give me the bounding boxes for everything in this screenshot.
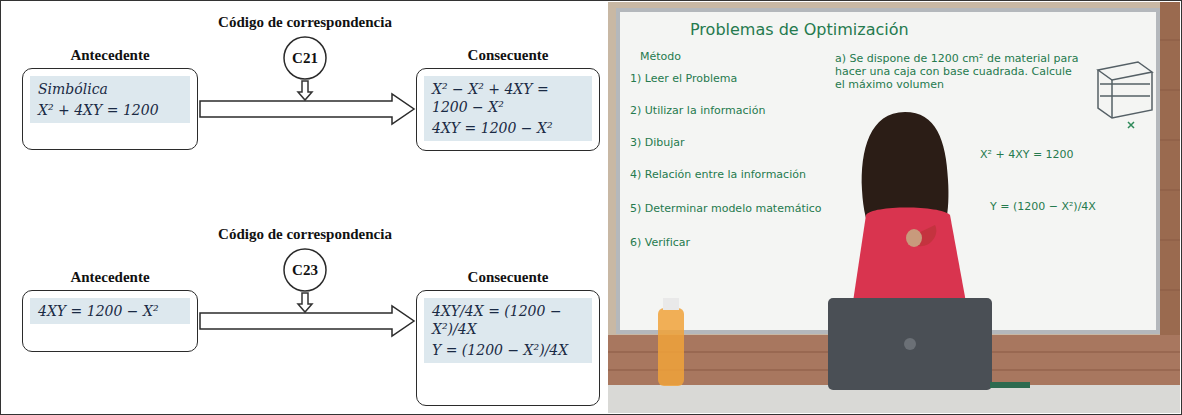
code-heading: Código de correspondencia [218, 14, 392, 31]
box-heading: Consecuente [468, 47, 549, 64]
equation-text: X² + 4XY = 1200 [38, 101, 182, 119]
block-arrow [200, 94, 414, 124]
board-note: a) Se dispone de 1200 cm² de material pa… [835, 52, 1085, 91]
board-note: 4) Relación entre la información [630, 168, 806, 181]
handwriting-crop: 4XY = 1200 − X² [30, 298, 190, 324]
handwriting-crop: 4XY/4X = (1200 − X²)/4X Y = (1200 − X²)/4… [424, 298, 592, 363]
box-heading: Consecuente [468, 269, 549, 286]
stage-box: Antecedente4XY = 1200 − X² [22, 290, 198, 352]
equation-text: 4XY = 1200 − X² [432, 119, 584, 137]
board-note: 3) Dibujar [630, 136, 685, 149]
code-heading: Código de correspondencia [218, 226, 392, 243]
board-title: Problemas de Optimización [690, 20, 909, 39]
board-note: 6) Verificar [630, 236, 690, 249]
box-sketch [1098, 62, 1152, 118]
stage-box: ConsecuenteX² − X² + 4XY = 1200 − X²4XY … [416, 68, 600, 151]
board-note: 5) Determinar modelo matemático [630, 202, 822, 215]
equation-text: 4XY/4X = (1200 − X²)/4X [432, 302, 584, 338]
board-note: Y = (1200 − X²)/4X [990, 200, 1096, 213]
box-heading: Antecedente [70, 269, 149, 286]
code-number: C23 [283, 248, 327, 292]
box-heading: Antecedente [70, 47, 149, 64]
classroom-photo [608, 2, 1180, 413]
equation-text: X² − X² + 4XY = 1200 − X² [432, 80, 584, 116]
board-note: Método [640, 50, 681, 63]
equation-text: 4XY = 1200 − X² [38, 302, 182, 320]
block-arrow [200, 306, 414, 336]
stage-box: AntecedenteSimbólicaX² + 4XY = 1200 [22, 68, 198, 150]
equation-text: Y = (1200 − X²)/4X [432, 341, 584, 359]
board-note: X² + 4XY = 1200 [980, 148, 1074, 161]
code-circle: Código de correspondenciaC23 [283, 248, 327, 292]
code-circle: Código de correspondenciaC21 [283, 36, 327, 80]
code-number: C21 [283, 36, 327, 80]
stage-box: Consecuente4XY/4X = (1200 − X²)/4XY = (1… [416, 290, 600, 406]
handwriting-crop: X² − X² + 4XY = 1200 − X² 4XY = 1200 − X² [424, 76, 592, 141]
handwriting-crop: Simbólica X² + 4XY = 1200 [30, 76, 190, 123]
equation-text: Simbólica [38, 80, 182, 98]
board-note: 1) Leer el Problema [630, 72, 737, 85]
board-note: 2) Utilizar la información [630, 104, 765, 117]
